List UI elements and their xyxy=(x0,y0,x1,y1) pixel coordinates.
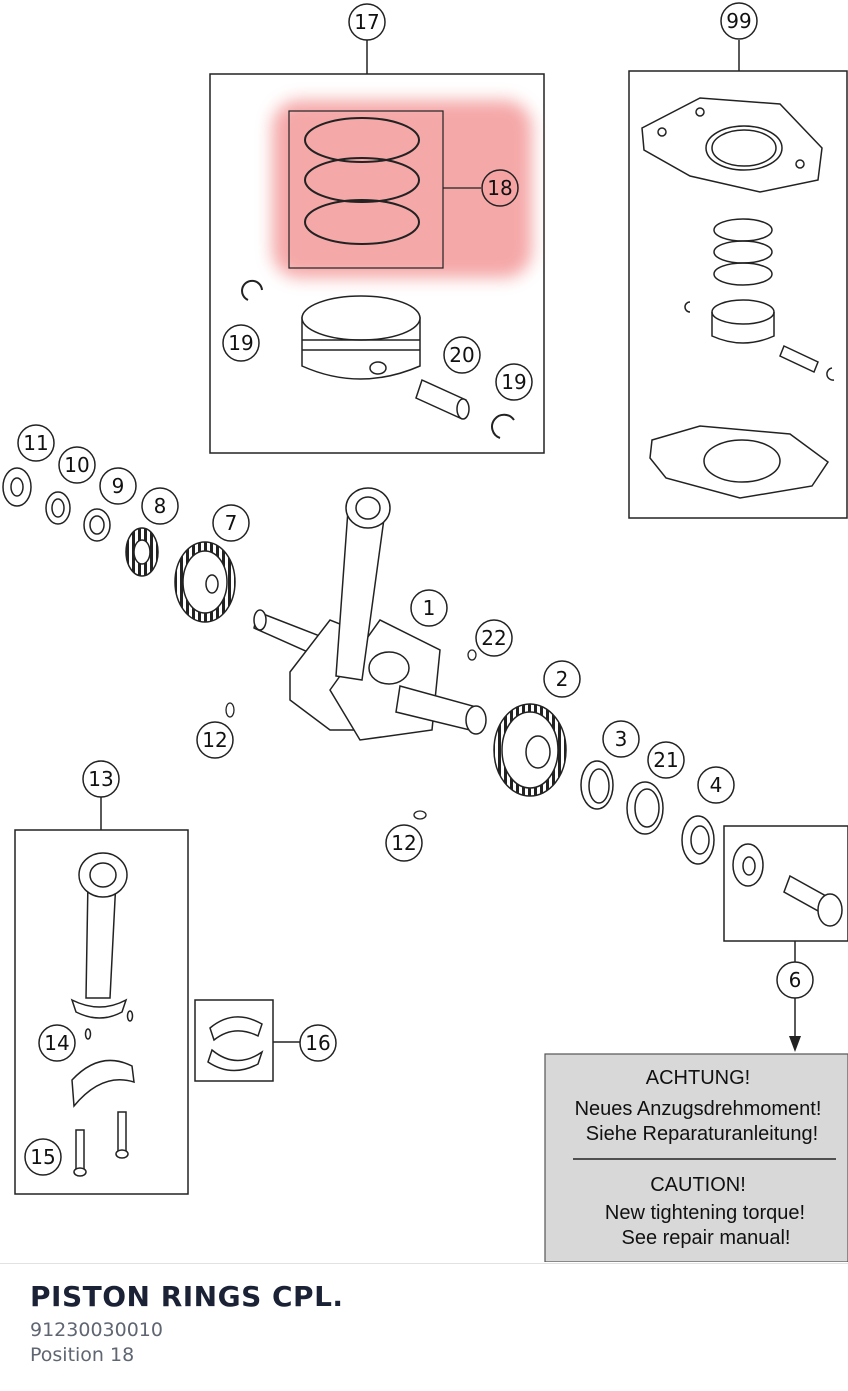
part-name: PISTON RINGS CPL. xyxy=(30,1280,344,1313)
part-info-panel: PISTON RINGS CPL. 91230030010 Position 1… xyxy=(0,1263,848,1391)
svg-text:22: 22 xyxy=(481,626,506,650)
position-18-highlight[interactable] xyxy=(272,100,532,278)
svg-text:17: 17 xyxy=(354,10,379,34)
svg-text:21: 21 xyxy=(653,748,678,772)
svg-text:18: 18 xyxy=(487,176,512,200)
connecting-rod-group xyxy=(14,797,189,1195)
part-number: 91230030010 xyxy=(30,1319,163,1341)
callout-20[interactable]: 20 xyxy=(443,336,481,374)
svg-text:8: 8 xyxy=(154,494,167,518)
callout-16[interactable]: 16 xyxy=(299,1024,337,1062)
piston-kit-group xyxy=(209,40,545,454)
callout-3[interactable]: 3 xyxy=(602,720,640,758)
warning-box: ACHTUNG! Neues Anzugsdrehmoment! Siehe R… xyxy=(544,1053,848,1262)
callout-22[interactable]: 22 xyxy=(475,619,513,657)
gasket-set-group xyxy=(628,40,848,519)
callout-21[interactable]: 21 xyxy=(647,741,685,779)
svg-text:19: 19 xyxy=(501,370,526,394)
callout-17[interactable]: 17 xyxy=(348,3,386,41)
callout-18[interactable]: 18 xyxy=(481,169,519,207)
circlip-drawing xyxy=(491,413,515,439)
callout-8[interactable]: 8 xyxy=(141,487,179,525)
callout-11[interactable]: 11 xyxy=(17,424,55,462)
svg-text:3: 3 xyxy=(615,727,628,751)
callout-9[interactable]: 9 xyxy=(99,467,137,505)
warning-title-de: ACHTUNG! xyxy=(646,1067,750,1089)
warning-line1-de: Neues Anzugsdrehmoment! xyxy=(575,1098,822,1120)
circlip-drawing xyxy=(241,279,263,301)
warning-title-en: CAUTION! xyxy=(650,1174,746,1196)
callout-7[interactable]: 7 xyxy=(212,504,250,542)
svg-text:1: 1 xyxy=(423,596,436,620)
callout-99[interactable]: 99 xyxy=(720,2,758,40)
svg-text:6: 6 xyxy=(789,968,802,992)
callout-1[interactable]: 1 xyxy=(410,589,448,627)
exploded-parts-diagram: ACHTUNG! Neues Anzugsdrehmoment! Siehe R… xyxy=(2,2,848,1262)
callout-19[interactable]: 19 xyxy=(495,363,533,401)
bearing-shell-group xyxy=(194,999,300,1082)
svg-text:7: 7 xyxy=(225,511,238,535)
callout-15[interactable]: 15 xyxy=(24,1138,62,1176)
svg-text:16: 16 xyxy=(305,1031,330,1055)
svg-text:20: 20 xyxy=(449,343,474,367)
svg-text:14: 14 xyxy=(44,1031,69,1055)
svg-text:10: 10 xyxy=(64,453,89,477)
callout-13[interactable]: 13 xyxy=(82,760,120,798)
part-position: Position 18 xyxy=(30,1344,135,1366)
svg-text:13: 13 xyxy=(88,767,113,791)
callout-4[interactable]: 4 xyxy=(697,766,735,804)
svg-text:12: 12 xyxy=(391,831,416,855)
callout-10[interactable]: 10 xyxy=(58,446,96,484)
warning-line2-en: See repair manual! xyxy=(622,1227,791,1249)
callout-6[interactable]: 6 xyxy=(776,961,814,999)
svg-text:9: 9 xyxy=(112,474,125,498)
svg-text:4: 4 xyxy=(710,773,723,797)
small-parts xyxy=(225,649,477,820)
svg-text:2: 2 xyxy=(556,667,569,691)
callouts: 17 99 18 19 20 19 11 10 9 8 7 1 22 2 12 … xyxy=(17,2,814,1176)
svg-text:12: 12 xyxy=(202,728,227,752)
piston-rings-drawing[interactable] xyxy=(304,117,420,245)
callout-12[interactable]: 12 xyxy=(196,721,234,759)
svg-text:15: 15 xyxy=(30,1145,55,1169)
crankshaft-drawing xyxy=(253,487,487,741)
svg-text:11: 11 xyxy=(23,431,48,455)
piston-pin-drawing xyxy=(415,378,470,420)
bolt-group xyxy=(723,825,848,1052)
warning-line1-en: New tightening torque! xyxy=(605,1202,805,1224)
callout-19[interactable]: 19 xyxy=(222,324,260,362)
callout-12[interactable]: 12 xyxy=(385,824,423,862)
callout-14[interactable]: 14 xyxy=(38,1024,76,1062)
svg-text:99: 99 xyxy=(726,9,751,33)
piston-drawing xyxy=(301,295,421,380)
right-shaft-parts xyxy=(493,703,715,865)
warning-line2-de: Siehe Reparaturanleitung! xyxy=(586,1123,818,1145)
callout-2[interactable]: 2 xyxy=(543,660,581,698)
svg-text:19: 19 xyxy=(228,331,253,355)
left-shaft-parts xyxy=(2,467,236,623)
